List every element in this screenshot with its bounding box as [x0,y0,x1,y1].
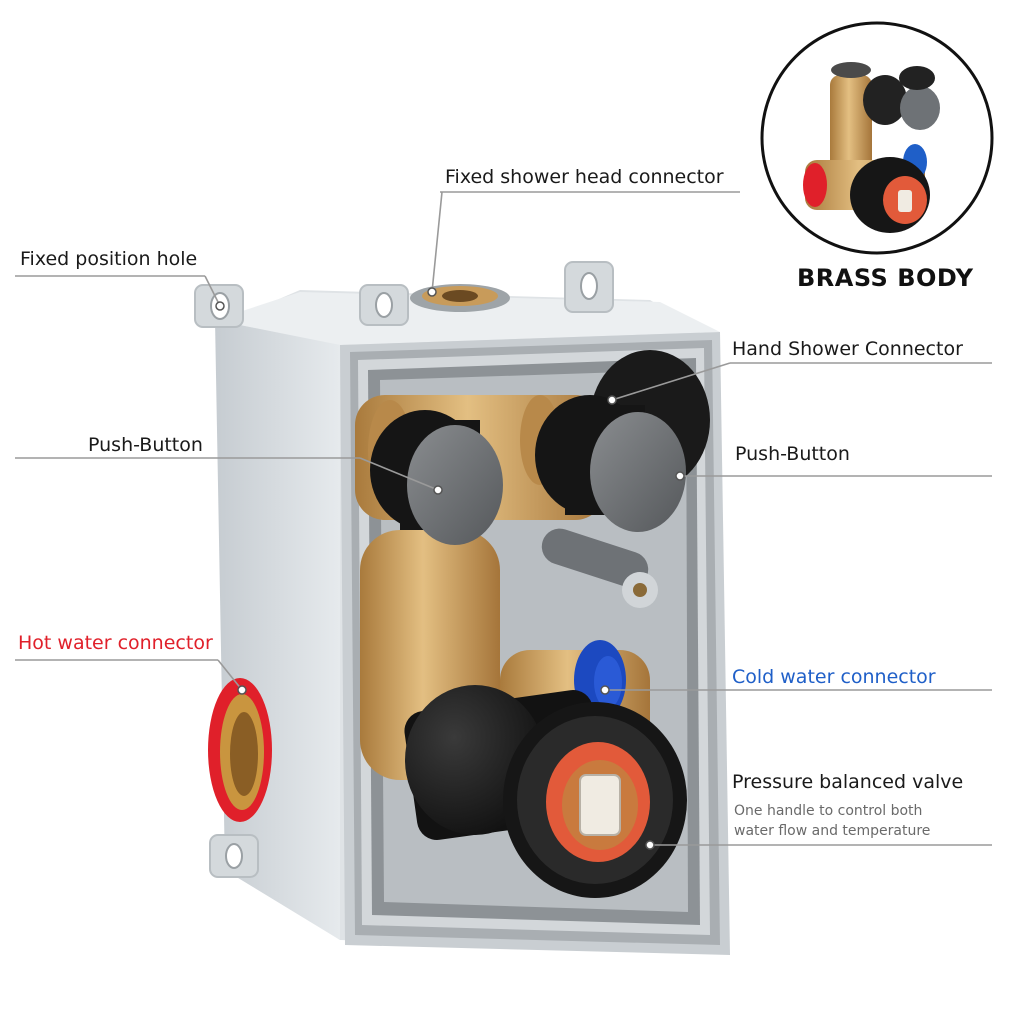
label-push-button-left: Push-Button [88,434,203,456]
hot-water-connector-part [208,678,272,822]
leader-lines [15,191,992,846]
fixed-shower-head-connector-part [410,284,510,312]
pressure-valve-part [404,685,687,898]
label-hot-water: Hot water connector [18,632,213,654]
label-hand-shower: Hand Shower Connector [732,338,963,360]
label-pressure-valve: Pressure balanced valve [732,771,964,793]
inset-title: BRASS BODY [797,264,974,292]
label-fixed-shower-head: Fixed shower head connector [445,166,724,188]
brass-body-inset [760,21,994,255]
pin-rod [541,528,658,608]
label-pressure-valve-desc-2: water flow and temperature [734,823,931,839]
label-cold-water: Cold water connector [732,666,936,688]
label-fixed-position-hole: Fixed position hole [20,248,198,270]
push-button-left-part [370,410,503,545]
leader-dots [215,287,685,850]
label-push-button-right: Push-Button [735,443,850,465]
label-pressure-valve-desc-1: One handle to control both [734,803,923,819]
push-button-right-part [535,395,686,532]
